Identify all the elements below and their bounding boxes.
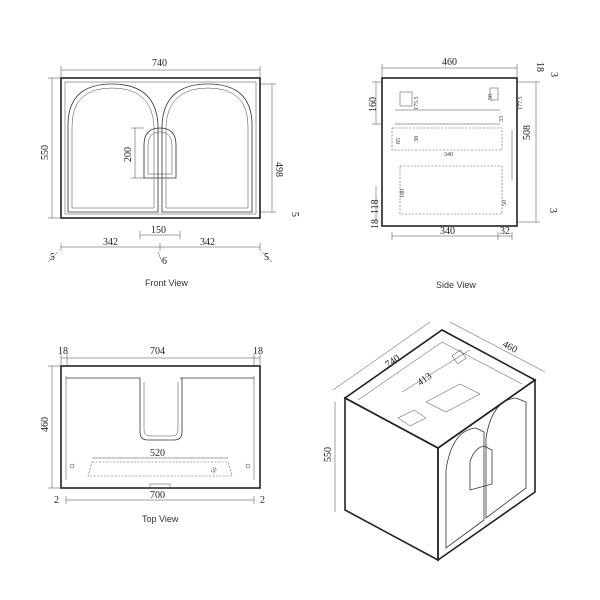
side-bracket-left <box>399 91 413 107</box>
top-center-notch <box>139 378 183 441</box>
front-center-gap-dim: 150 <box>151 225 166 236</box>
side-bracket-right <box>489 87 499 101</box>
left-door-arch <box>67 83 159 213</box>
side-drawer-lower <box>399 165 503 215</box>
front-left-door-dim: 342 <box>103 237 118 248</box>
side-top-right-a: 18 <box>534 62 545 72</box>
side-drawer-h2: 177.5 <box>518 97 524 111</box>
iso-width-dim: 740 <box>383 353 402 371</box>
front-cabinet-outline <box>60 77 261 219</box>
side-small-b: 38 <box>414 136 420 142</box>
front-view-label: Front View <box>145 278 188 288</box>
iso-drawer-box <box>425 383 481 413</box>
top-edge-left-dim: 2 <box>54 495 59 506</box>
top-bowl-dim: 520 <box>150 448 165 459</box>
side-right-lower-dim: 50 <box>502 200 508 206</box>
right-door-arch-inner <box>165 87 249 209</box>
top-basin <box>87 461 233 477</box>
side-inner-width: 340 <box>444 152 453 158</box>
side-upper-dim: 160 <box>368 97 379 112</box>
iso-depth-dim: 460 <box>501 339 519 356</box>
center-arch-inner <box>147 131 173 175</box>
front-door-height-dim: 498 <box>273 162 284 177</box>
iso-side-face <box>437 378 536 562</box>
center-arch <box>143 127 177 179</box>
side-small-c: 33 <box>499 116 505 122</box>
top-view-label: Top View <box>142 514 179 524</box>
front-view: 740 550 498 5 200 150 342 342 5 5 6 <box>40 58 300 288</box>
front-right-door-dim: 342 <box>200 237 215 248</box>
top-left-panel-dim: 18 <box>58 346 68 357</box>
side-view-label: Side View <box>436 280 476 290</box>
front-center-arch-dim: 200 <box>123 147 134 162</box>
side-bottom-right-dim: 3 <box>547 208 558 213</box>
side-view: 460 18 3 508 3 160 175.5 177.5 85 38 33 … <box>368 57 559 290</box>
side-lower-inner-dim: 180 <box>400 189 406 198</box>
front-edge-right-dim: 5 <box>264 252 269 263</box>
left-door-arch-inner <box>71 87 155 209</box>
front-width-dim: 740 <box>152 58 167 69</box>
side-small-a: 85 <box>396 138 402 144</box>
top-depth-dim: 460 <box>40 417 51 432</box>
side-rear-dim: 32 <box>500 226 510 237</box>
iso-interior-dim: 413 <box>415 371 434 389</box>
top-bottom-dim: 700 <box>150 490 165 501</box>
iso-front-face <box>344 396 439 562</box>
isometric-view: 740 460 550 413 <box>323 321 546 562</box>
side-depth-dim: 460 <box>442 57 457 68</box>
iso-arch-right <box>485 397 527 519</box>
iso-center-arch <box>469 445 493 491</box>
top-edge-right-dim: 2 <box>260 495 265 506</box>
front-height-dim: 550 <box>40 145 51 160</box>
iso-height-dim: 550 <box>323 447 334 462</box>
top-inner-dim: 704 <box>150 346 165 357</box>
side-top-right-b: 3 <box>548 72 559 77</box>
side-height-dim: 508 <box>522 125 533 140</box>
right-door-arch <box>161 83 253 213</box>
front-edge-side-dim: 5 <box>289 212 300 217</box>
side-drawer-upper <box>391 127 503 151</box>
top-small-note: 50 <box>211 467 219 475</box>
top-right-panel-dim: 18 <box>253 346 263 357</box>
side-base-dim: 18 <box>370 219 381 229</box>
front-edge-left-dim: 5 <box>50 252 55 263</box>
side-small-d: 50 <box>488 94 494 100</box>
top-view: 18 704 18 460 520 50 700 2 2 Top View <box>40 346 265 524</box>
front-cabinet-inner <box>64 81 257 215</box>
iso-arch-left <box>445 427 485 549</box>
side-outline <box>381 77 518 227</box>
side-bottom-width-dim: 340 <box>440 226 455 237</box>
front-center-small-dim: 6 <box>162 256 167 267</box>
side-drawer-h1: 175.5 <box>414 97 420 111</box>
side-lower-left-dim: 118 <box>370 199 381 214</box>
